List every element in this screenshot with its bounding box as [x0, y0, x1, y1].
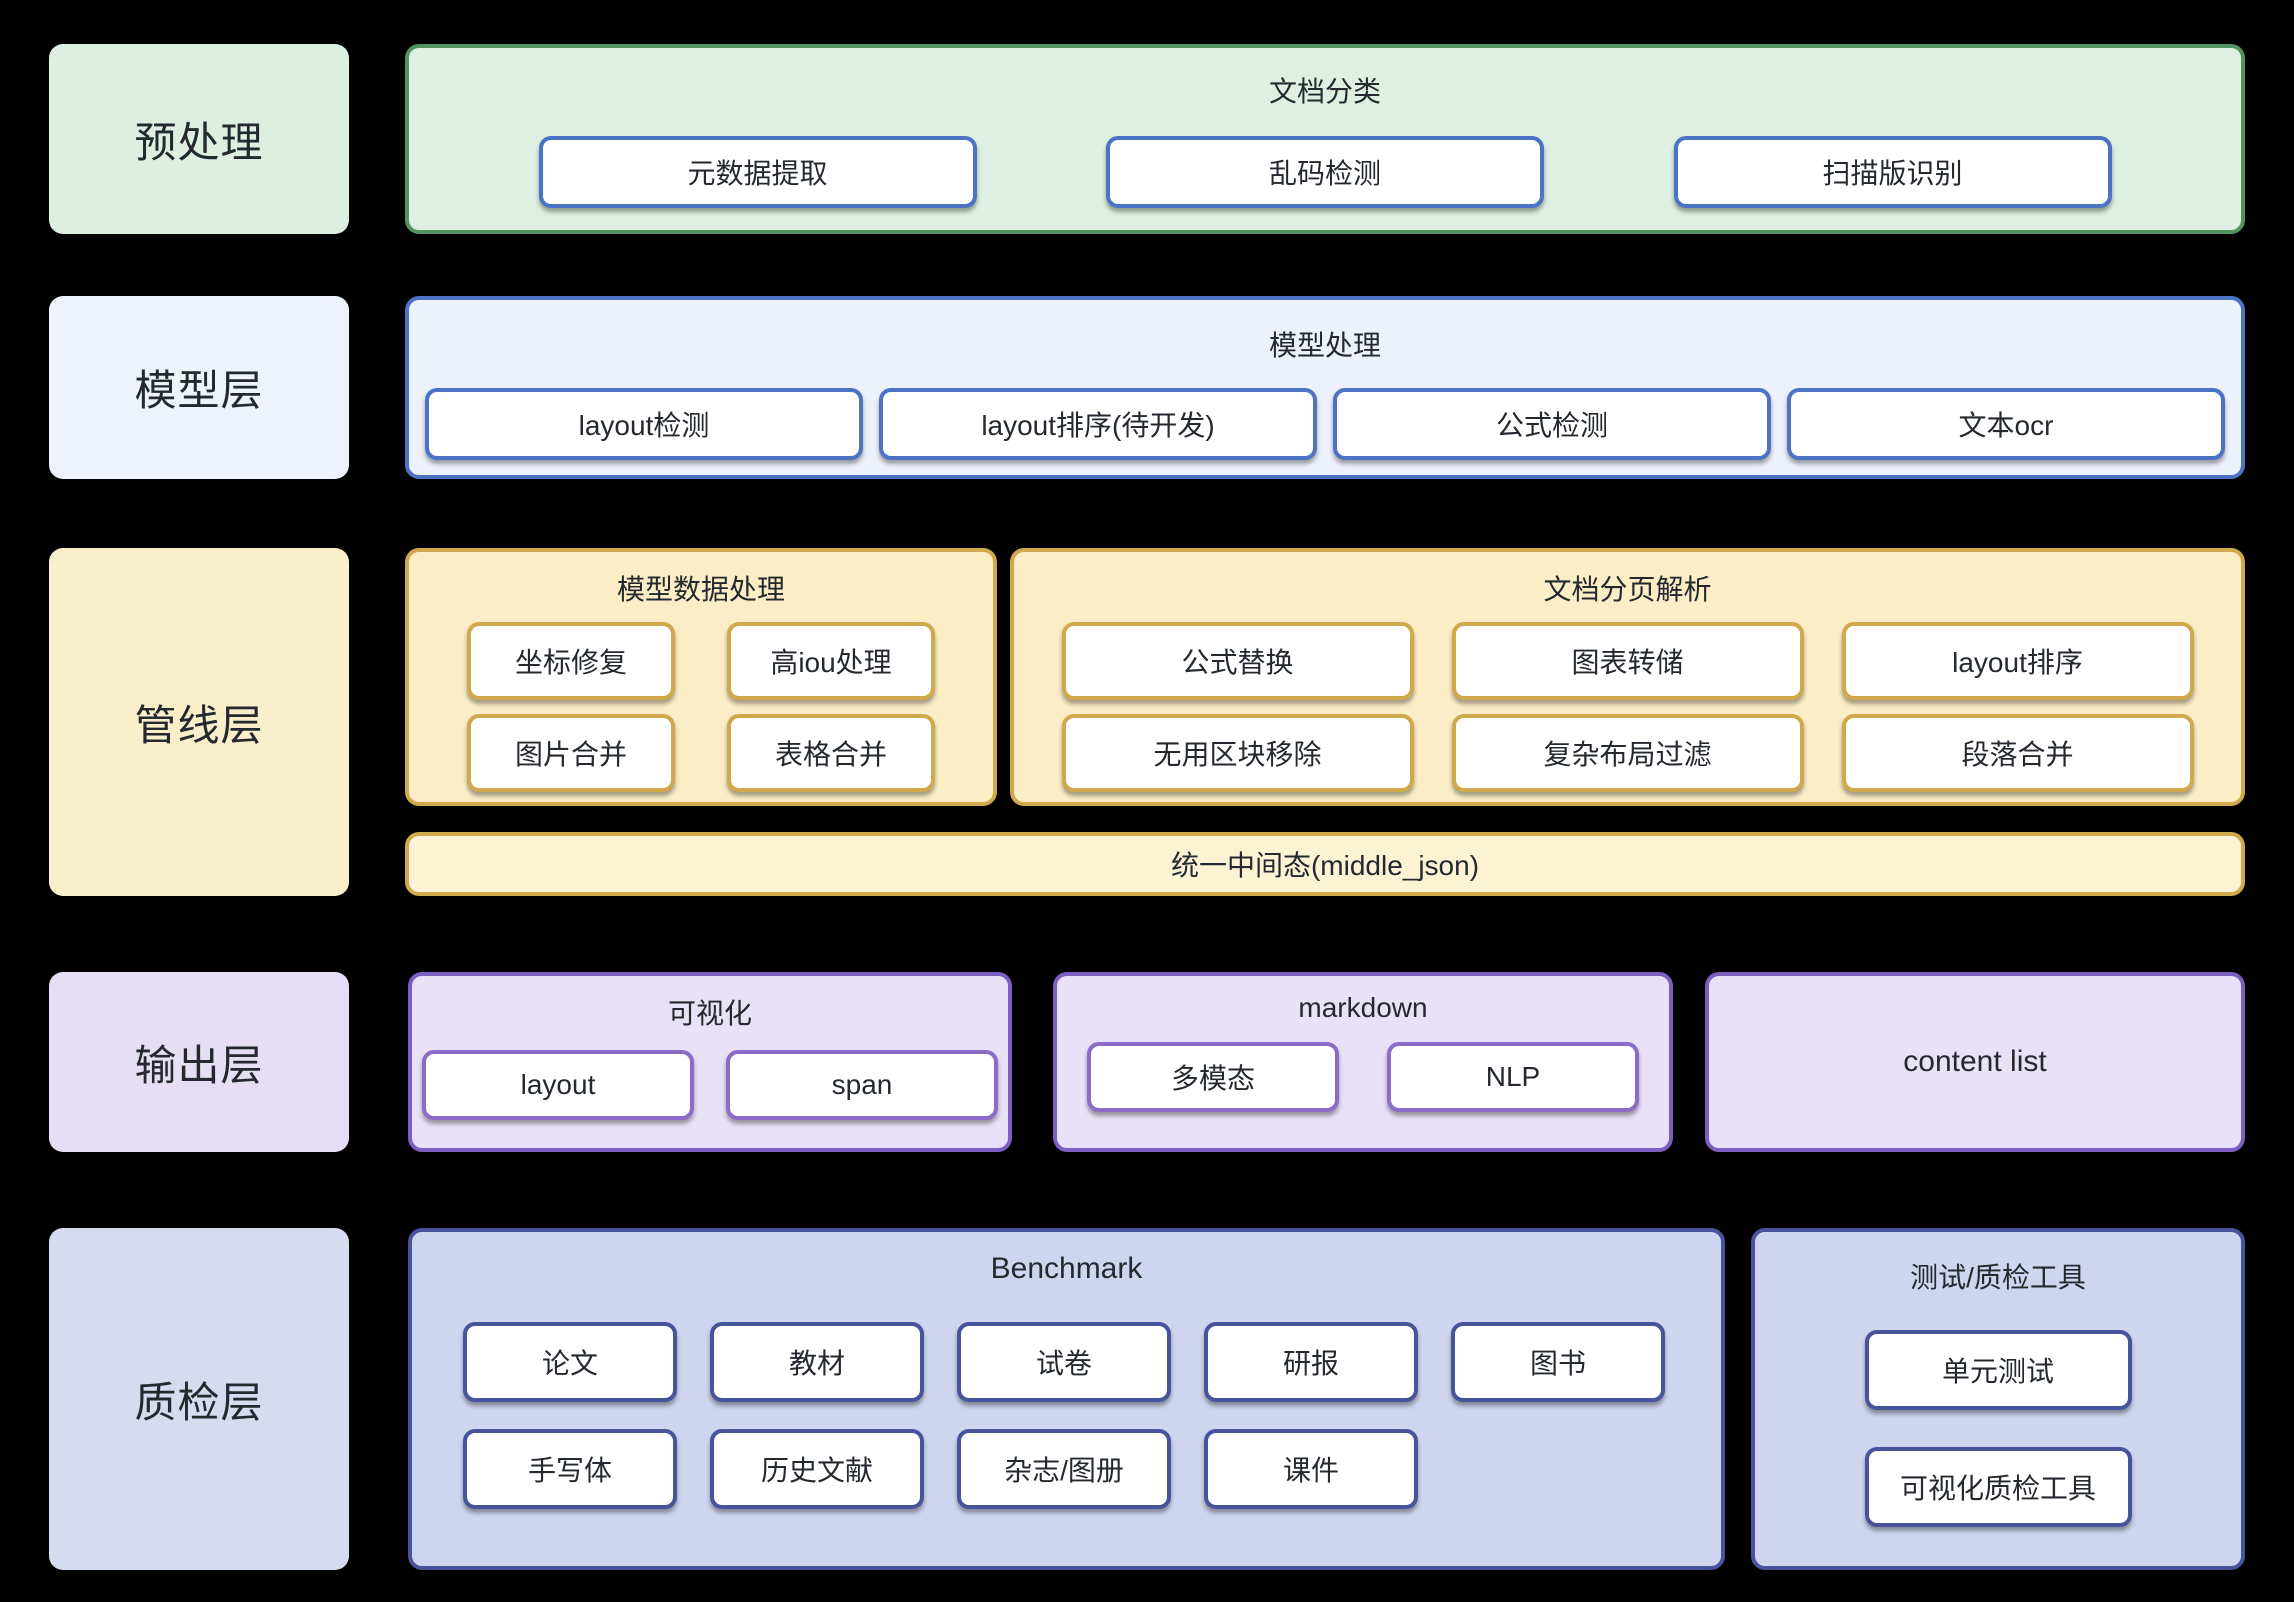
container-test-qa-tools: 测试/质检工具 单元测试 可视化质检工具 [1751, 1228, 2245, 1570]
node-formula-detection: 公式检测 [1333, 388, 1771, 460]
container-title-visualization: 可视化 [667, 998, 752, 1029]
node-historical-document: 历史文献 [710, 1429, 924, 1509]
container-visualization: 可视化 layout span [408, 972, 1012, 1152]
node-chart-dump: 图表转储 [1451, 622, 1804, 700]
node-multimodal: 多模态 [1087, 1042, 1339, 1112]
node-high-iou-handling: 高iou处理 [727, 622, 935, 700]
layer-label-preprocessing: 预处理 [49, 44, 349, 234]
container-markdown: markdown 多模态 NLP [1053, 972, 1673, 1152]
node-coordinate-fix: 坐标修复 [467, 622, 675, 700]
node-book: 图书 [1451, 1322, 1665, 1402]
container-title-model-data-processing: 模型数据处理 [616, 574, 785, 605]
node-unit-test: 单元测试 [1864, 1330, 2132, 1410]
node-exam-paper: 试卷 [957, 1322, 1171, 1402]
layer-label-qa: 质检层 [49, 1228, 349, 1570]
node-layout-output: layout [422, 1050, 694, 1120]
node-text-ocr: 文本ocr [1787, 388, 2225, 460]
node-table-merge: 表格合并 [727, 714, 935, 792]
node-paragraph-merge: 段落合并 [1841, 714, 2194, 792]
node-image-merge: 图片合并 [467, 714, 675, 792]
container-content-list: content list [1705, 972, 2245, 1152]
node-scanned-doc-recognition: 扫描版识别 [1673, 136, 2112, 208]
node-useless-block-removal: 无用区块移除 [1061, 714, 1414, 792]
node-layout-sort-todo: layout排序(待开发) [879, 388, 1317, 460]
container-title-model-processing: 模型处理 [1268, 330, 1381, 361]
node-visual-qa-tool: 可视化质检工具 [1864, 1447, 2132, 1527]
node-handwriting: 手写体 [463, 1429, 677, 1509]
layer-label-output: 输出层 [49, 972, 349, 1152]
layer-label-pipeline: 管线层 [49, 548, 349, 896]
node-layout-sort: layout排序 [1841, 622, 2194, 700]
bar-middle-json-label: 统一中间态(middle_json) [1170, 850, 1480, 881]
container-doc-classification: 文档分类 元数据提取 乱码检测 扫描版识别 [405, 44, 2245, 234]
node-span-output: span [726, 1050, 998, 1120]
node-textbook: 教材 [710, 1322, 924, 1402]
node-layout-detection: layout检测 [425, 388, 863, 460]
node-magazine-album: 杂志/图册 [957, 1429, 1171, 1509]
node-courseware: 课件 [1204, 1429, 1418, 1509]
node-complex-layout-filter: 复杂布局过滤 [1451, 714, 1804, 792]
container-benchmark: Benchmark 论文 教材 试卷 研报 图书 手写体 历史文献 杂志/图册 … [408, 1228, 1725, 1570]
node-nlp: NLP [1387, 1042, 1639, 1112]
node-paper: 论文 [463, 1322, 677, 1402]
container-title-markdown: markdown [1298, 992, 1428, 1023]
container-title-benchmark: Benchmark [990, 1252, 1143, 1285]
container-title-test-qa-tools: 测试/质检工具 [1910, 1262, 2086, 1293]
node-research-report: 研报 [1204, 1322, 1418, 1402]
node-garbled-text-detection: 乱码检测 [1106, 136, 1544, 208]
container-title-doc-page-parsing: 文档分页解析 [1543, 574, 1712, 605]
node-metadata-extraction: 元数据提取 [538, 136, 977, 208]
node-formula-replacement: 公式替换 [1061, 622, 1414, 700]
container-model-processing: 模型处理 layout检测 layout排序(待开发) 公式检测 文本ocr [405, 296, 2245, 479]
container-title-content-list: content list [1903, 1045, 2047, 1078]
container-model-data-processing: 模型数据处理 坐标修复 高iou处理 图片合并 表格合并 [405, 548, 997, 806]
container-doc-page-parsing: 文档分页解析 公式替换 图表转储 layout排序 无用区块移除 复杂布局过滤 … [1010, 548, 2245, 806]
container-title-doc-classification: 文档分类 [1268, 76, 1381, 107]
layer-label-model: 模型层 [49, 296, 349, 479]
bar-middle-json: 统一中间态(middle_json) [405, 832, 2245, 896]
